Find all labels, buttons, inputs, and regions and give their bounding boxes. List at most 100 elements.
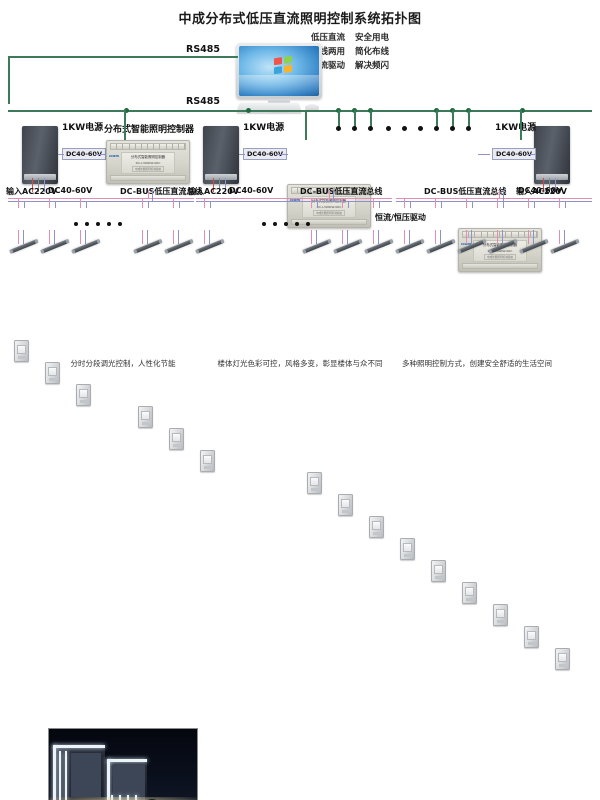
lamp-output-wire-negative	[502, 230, 503, 244]
led-driver-module	[462, 582, 477, 604]
dc-output-label: DC40-60V	[48, 186, 93, 195]
psu-dc-wire	[239, 154, 245, 155]
lamp-output-wire-negative	[23, 230, 24, 244]
controller-cert-label: 中成智能照明控制系统	[484, 253, 516, 260]
driver-feed-wire-negative	[179, 201, 180, 208]
led-driver-module	[76, 384, 91, 406]
psu-label: 1KW电源	[243, 123, 285, 133]
psu-dc-wire	[276, 154, 288, 155]
bus-terminal-dot	[466, 126, 471, 131]
controller-face-title: 分布式智能照明控制器	[130, 154, 166, 159]
lighting-controller: ccom 分布式智能照明控制器 DC-L3000W-06C 中成智能照明控制系统	[106, 140, 190, 184]
rs485-upper-drop	[8, 56, 10, 104]
led-driver-module	[524, 626, 539, 648]
driver-feed-wire-positive	[49, 198, 50, 208]
led-driver-module	[338, 494, 353, 516]
ac-input-label: 输入AC220V	[516, 187, 567, 196]
dc-rail-positive	[396, 198, 592, 199]
lamp-output-wire-positive	[311, 230, 312, 244]
dc-rail-negative	[196, 201, 392, 202]
driver-feed-wire-positive	[18, 198, 19, 208]
bus-terminal-dot	[434, 126, 439, 131]
windows-logo-icon	[274, 55, 293, 75]
led-driver-module	[555, 648, 570, 670]
feature-item: 低压直流	[311, 33, 346, 43]
lamp-output-wire-negative	[471, 230, 472, 244]
psu-terminal-block	[536, 174, 568, 180]
led-driver-module	[45, 362, 60, 384]
bus-terminal-dot	[450, 126, 455, 131]
bus-drop	[370, 110, 372, 128]
power-supply-unit	[534, 126, 570, 184]
dc-bus-label: DC-BUS低压直流总线	[120, 187, 203, 196]
driver-feed-wire-negative	[441, 201, 442, 208]
dc-rail-negative	[8, 201, 194, 202]
ac-input-wire-neutral	[219, 178, 221, 192]
lamp-output-wire-positive	[466, 230, 467, 244]
feature-list: 低压直流 安全用电 一线两用 简化布线 恒流驱动 解决频闪	[311, 33, 389, 72]
monitor-screen	[239, 46, 319, 96]
bus-node	[520, 108, 525, 113]
controller-brand-logo: ccom	[290, 198, 300, 202]
ac-input-label: 输入AC220V	[6, 187, 57, 196]
bus-terminal-dot	[336, 126, 341, 131]
controller-terminal-strip-bottom	[110, 175, 186, 181]
ac-input-wire-ground	[225, 178, 226, 192]
controller-output-wire	[499, 190, 500, 199]
driver-feed-wire-positive	[466, 198, 467, 208]
lamp-output-wire-positive	[373, 230, 374, 244]
driver-type-label: 恒流/恒压驱动	[374, 212, 427, 223]
controller-bus-drop	[124, 110, 126, 140]
ac-input-wire-neutral	[549, 178, 551, 192]
driver-feed-wire-negative	[565, 201, 566, 208]
controller-brand-logo: ccom	[109, 154, 119, 158]
page-title: 中成分布式低压直流照明控制系统拓扑图	[178, 12, 422, 27]
controller-model: DC-L3000W-06C	[135, 160, 161, 165]
led-driver-module	[400, 538, 415, 560]
psu-dc-wire	[527, 154, 535, 155]
lamp-output-wire-negative	[147, 230, 148, 244]
driver-feed-wire-negative	[410, 201, 411, 208]
bus-drop	[452, 110, 454, 128]
driver-feed-wire-positive	[204, 198, 205, 208]
bus-terminal-dot	[418, 126, 423, 131]
feature-item: 解决频闪	[355, 61, 390, 71]
dc-bus-main-line	[8, 110, 592, 112]
computer-monitor	[236, 43, 322, 99]
driver-feed-wire-positive	[559, 198, 560, 208]
controller-title: 分布式智能照明控制器	[104, 125, 195, 135]
dc-bus-label: DC-BUS低压直流总线	[300, 187, 383, 196]
bus-terminal-dot	[402, 126, 407, 131]
dc-bus-label: DC-BUS低压直流总线	[424, 187, 507, 196]
lamp-output-wire-negative	[316, 230, 317, 244]
bus-terminal-dot	[368, 126, 373, 131]
bus-terminal-dot	[352, 126, 357, 131]
ac-input-wire-ground	[555, 178, 556, 192]
ac-input-wire-live	[32, 178, 34, 192]
controller-output-wire	[148, 190, 149, 199]
ac-input-wire-live	[543, 178, 545, 192]
bus-node	[124, 108, 129, 113]
driver-feed-wire-negative	[148, 201, 149, 208]
lamp-output-wire-negative	[378, 230, 379, 244]
lamp-output-wire-positive	[49, 230, 50, 244]
controller-faceplate: 分布式智能照明控制器 DC-L3000W-06C 中成智能照明控制系统	[121, 152, 175, 174]
feature-item: 安全用电	[355, 33, 390, 43]
rs485-upper-label: RS485	[186, 44, 220, 55]
driver-feed-wire-negative	[348, 201, 349, 208]
controller-bus-drop	[520, 110, 522, 140]
controller-cert-label: 中成智能照明控制系统	[313, 209, 345, 216]
dc-rail-positive	[196, 198, 392, 199]
dc-rail-positive	[8, 198, 194, 199]
lamp-output-wire-negative	[440, 230, 441, 244]
lamp-output-wire-negative	[209, 230, 210, 244]
photo-caption: 楼体灯光色彩可控，风格多变，彰显楼体与众不同	[217, 359, 383, 368]
feature-item: 恒流驱动	[311, 61, 346, 71]
dc-output-label: DC40-60V	[229, 186, 274, 195]
power-supply-unit	[203, 126, 239, 184]
controller-output-wire	[503, 190, 504, 202]
lamp-output-wire-negative	[347, 230, 348, 244]
controller-brand-logo: ccom	[461, 242, 471, 246]
controller-face-title: 分布式智能照明控制器	[312, 199, 346, 204]
controller-output-wire	[333, 190, 334, 202]
